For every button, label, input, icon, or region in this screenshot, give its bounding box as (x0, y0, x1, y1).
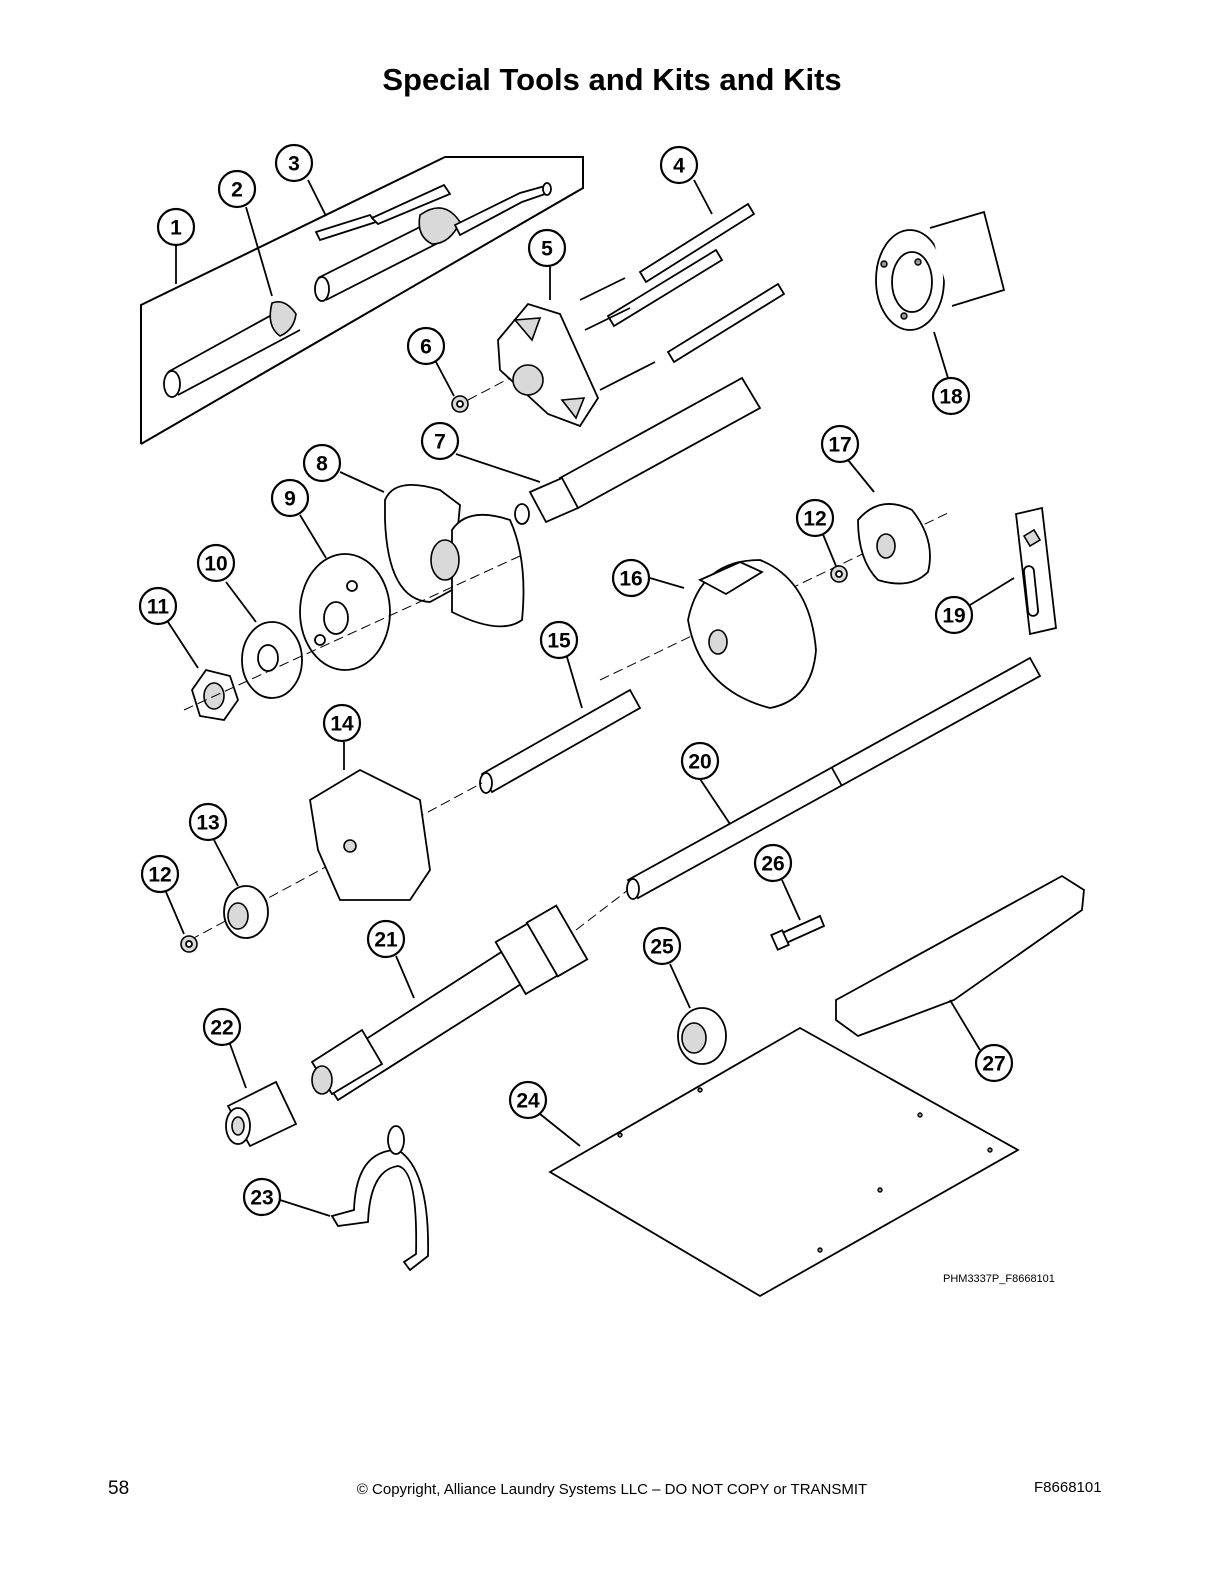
callout-label: 12 (148, 864, 171, 887)
callout-27: 27 (974, 1043, 1014, 1083)
callout-label: 23 (250, 1187, 273, 1210)
part-small-nut-upper (830, 565, 848, 583)
part-shaft-tool (514, 376, 762, 525)
callout-label: 22 (210, 1017, 233, 1040)
page-title: Special Tools and Kits and Kits (382, 62, 842, 97)
callout-label: 26 (761, 853, 784, 876)
part-handle-tube (163, 301, 301, 398)
part-long-shaft (626, 656, 1042, 900)
part-u-bracket (330, 1125, 429, 1272)
callout-label: 10 (204, 553, 227, 576)
callout-6: 6 (406, 326, 446, 366)
callout-label: 21 (374, 929, 398, 952)
callout-20: 20 (680, 741, 720, 781)
part-hex-nut (191, 668, 239, 721)
callout-label: 25 (650, 936, 674, 959)
callout-3: 3 (274, 143, 314, 183)
callout-17: 17 (820, 424, 860, 464)
part-puller-block (309, 768, 431, 901)
callout-label: 27 (982, 1053, 1005, 1076)
callout-24: 24 (508, 1080, 548, 1120)
page-number: 58 (108, 1478, 130, 1499)
callout-12-upper: 12 (795, 498, 835, 538)
part-driver-tool (310, 904, 589, 1102)
kit-enclosure-outline (140, 156, 584, 445)
callout-label: 5 (541, 238, 553, 261)
part-long-bar (835, 874, 1085, 1038)
callout-label: 13 (196, 812, 219, 835)
callout-label: 8 (316, 453, 328, 476)
callout-label: 4 (673, 155, 685, 178)
callout-label: 15 (547, 630, 571, 653)
callout-12-lower: 12 (140, 854, 180, 894)
callout-label: 17 (828, 434, 851, 457)
leader-lines (165, 179, 1015, 1217)
callout-19: 19 (934, 595, 974, 635)
part-adapter (225, 1080, 298, 1148)
callout-label: 20 (688, 751, 711, 774)
callout-label: 3 (288, 153, 300, 176)
callout-2: 2 (217, 169, 257, 209)
callout-label: 9 (284, 488, 296, 511)
part-split-collar (384, 483, 525, 628)
callout-label: 11 (147, 596, 170, 619)
part-ring (677, 1007, 727, 1065)
callout-label: 24 (516, 1090, 540, 1113)
part-plate (548, 1026, 1020, 1298)
callout-label: 1 (170, 217, 182, 240)
callout-label: 14 (330, 713, 354, 736)
callout-21: 21 (366, 919, 406, 959)
callout-7: 7 (420, 421, 460, 461)
callout-1: 1 (156, 207, 196, 247)
part-lever-tool (314, 182, 552, 302)
document-id: F8668101 (1034, 1479, 1102, 1496)
callout-13: 13 (188, 802, 228, 842)
part-small-hub (857, 503, 931, 585)
callout-4: 4 (659, 145, 699, 185)
callout-label: 6 (420, 336, 432, 359)
figure-code: PHM3337P_F8668101 (943, 1273, 1055, 1285)
callout-10: 10 (196, 543, 236, 583)
part-pin-rod (479, 688, 642, 794)
part-fixture-plate (497, 277, 656, 428)
callout-14: 14 (322, 703, 362, 743)
callout-label: 19 (942, 605, 965, 628)
callout-label: 12 (803, 508, 826, 531)
callout-15: 15 (539, 620, 579, 660)
callout-label: 18 (939, 386, 963, 409)
part-large-hub (687, 559, 817, 709)
callout-5: 5 (527, 228, 567, 268)
callout-26: 26 (753, 843, 793, 883)
part-slotted-bar (1015, 506, 1057, 636)
callout-22: 22 (202, 1007, 242, 1047)
callout-label: 16 (619, 568, 642, 591)
part-flange-bracket (875, 210, 1006, 331)
part-bolt (770, 914, 826, 951)
callout-label: 2 (231, 179, 243, 202)
part-pins (606, 202, 786, 364)
callout-18: 18 (931, 376, 971, 416)
callout-label: 7 (434, 431, 446, 454)
callout-8: 8 (302, 443, 342, 483)
part-disc (299, 553, 391, 671)
part-small-nut (451, 395, 469, 413)
callout-23: 23 (242, 1177, 282, 1217)
callout-25: 25 (642, 926, 682, 966)
callout-16: 16 (611, 558, 651, 598)
part-small-nut-lower (180, 935, 198, 953)
copyright-notice: © Copyright, Alliance Laundry Systems LL… (356, 1481, 868, 1498)
callout-11: 11 (138, 586, 178, 626)
part-bushing (223, 885, 269, 939)
callout-9: 9 (270, 478, 310, 518)
part-washer (241, 621, 303, 699)
